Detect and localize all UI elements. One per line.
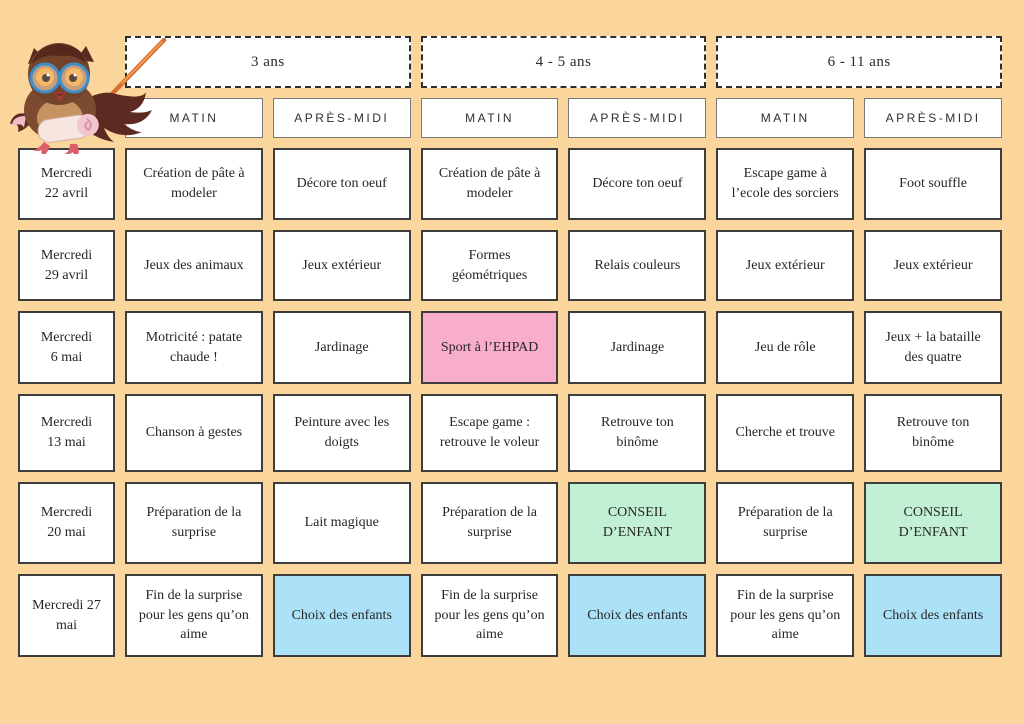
activity-cell: Jeux extérieur [864,230,1002,301]
activity-cell: Décore ton oeuf [568,148,707,220]
date-cell: Mercredi 29 avril [18,230,115,301]
activity-cell: Création de pâte à modeler [420,148,559,220]
activity-cell: Préparation de la surprise [716,482,855,564]
activity-cell: CONSEIL D’ENFANT [568,482,707,564]
activity-cell: Chanson à gestes [125,394,263,472]
activity-cell: Lait magique [272,482,411,564]
activity-cell: Choix des enfants [864,574,1002,657]
activity-cell: Jeu de rôle [716,311,855,384]
period-header-matin: MATIN [125,98,263,138]
activity-cell: Choix des enfants [568,574,707,657]
activity-cell: Jeux extérieur [716,230,855,301]
activity-cell: Foot souffle [864,148,1002,220]
activity-cell: Création de pâte à modeler [125,148,263,220]
activity-cell: CONSEIL D’ENFANT [864,482,1002,564]
age-group-header-4-5-ans: 4 - 5 ans [420,36,707,88]
activity-cell: Cherche et trouve [716,394,855,472]
activity-cell: Fin de la surprise pour les gens qu’on a… [420,574,559,657]
period-header-apres-midi: APRÈS-MIDI [568,98,707,138]
activity-cell: Escape game : retrouve le voleur [420,394,559,472]
activity-cell: Peinture avec les doigts [272,394,411,472]
activity-cell: Jeux + la bataille des quatre [864,311,1002,384]
activity-cell: Fin de la surprise pour les gens qu’on a… [716,574,855,657]
activity-cell: Sport à l’EHPAD [420,311,559,384]
activity-cell: Préparation de la surprise [420,482,559,564]
activity-cell: Choix des enfants [272,574,411,657]
activity-cell: Retrouve ton binôme [864,394,1002,472]
activity-cell: Escape game à l’ecole des sorciers [716,148,855,220]
activity-cell: Jeux des animaux [125,230,263,301]
date-cell: Mercredi 20 mai [18,482,115,564]
activity-cell: Jardinage [568,311,707,384]
schedule-grid: 3 ans 4 - 5 ans 6 - 11 ans MATIN APRÈS-M… [18,36,1002,657]
activity-cell: Préparation de la surprise [125,482,263,564]
activity-cell: Retrouve ton binôme [568,394,707,472]
period-header-matin: MATIN [716,98,855,138]
age-group-header-3-ans: 3 ans [125,36,411,88]
period-header-apres-midi: APRÈS-MIDI [864,98,1002,138]
period-header-apres-midi: APRÈS-MIDI [272,98,411,138]
date-cell: Mercredi 27 mai [18,574,115,657]
age-group-header-6-11-ans: 6 - 11 ans [716,36,1002,88]
activity-cell: Motricité : patate chaude ! [125,311,263,384]
activity-cell: Formes géométriques [420,230,559,301]
activity-cell: Relais couleurs [568,230,707,301]
activity-cell: Fin de la surprise pour les gens qu’on a… [125,574,263,657]
header-spacer [18,98,115,138]
activity-cell: Décore ton oeuf [272,148,411,220]
header-spacer [18,36,115,88]
date-cell: Mercredi 13 mai [18,394,115,472]
date-cell: Mercredi 6 mai [18,311,115,384]
period-header-matin: MATIN [420,98,559,138]
activity-cell: Jeux extérieur [272,230,411,301]
date-cell: Mercredi 22 avril [18,148,115,220]
activity-cell: Jardinage [272,311,411,384]
